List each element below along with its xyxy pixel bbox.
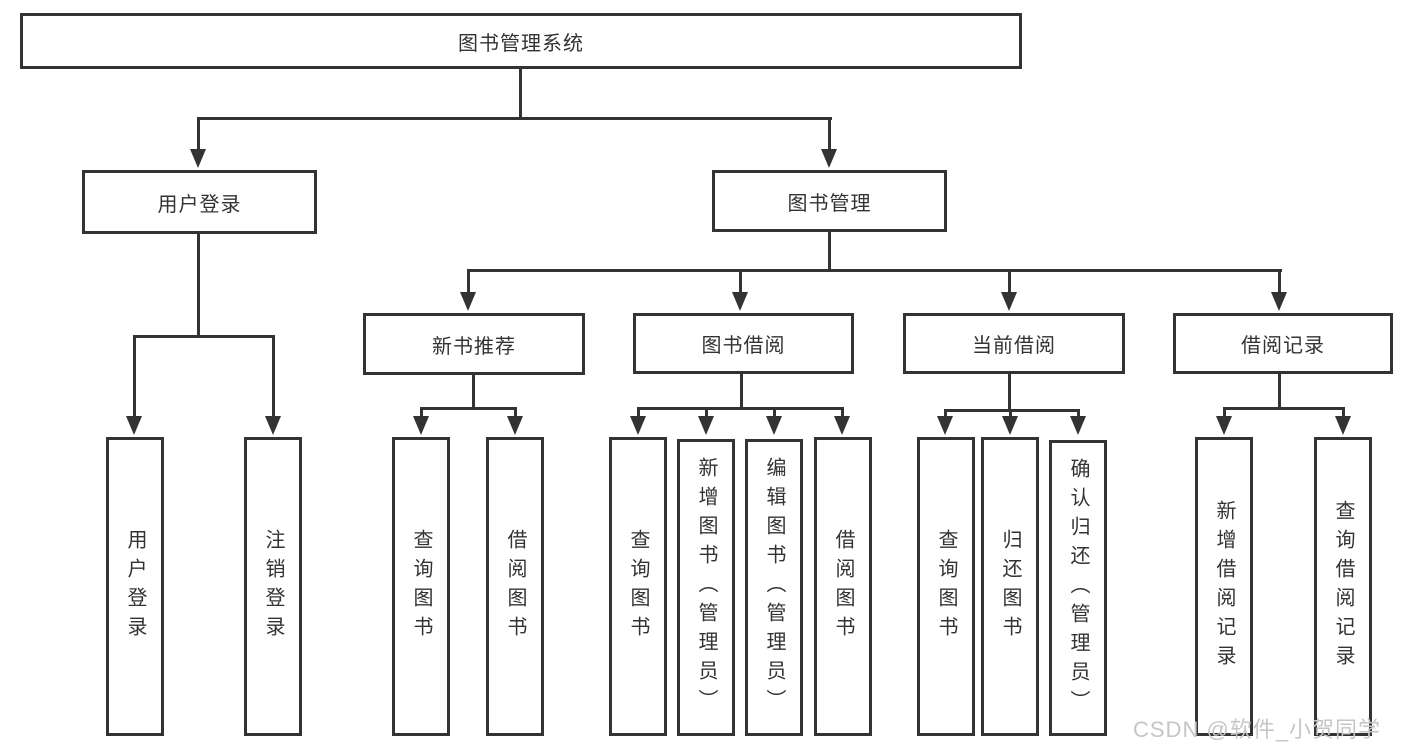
leaf-query-books-2-label: 查询图书 (627, 528, 649, 645)
arrow-down-icon (834, 416, 850, 435)
leaf-query-books-1-label: 查询图书 (410, 528, 432, 645)
connector-line (519, 69, 522, 119)
arrow-down-icon (507, 416, 523, 435)
connector-line (198, 117, 832, 120)
leaf-borrow-books-2: 借阅图书 (814, 437, 872, 736)
arrow-down-icon (732, 292, 748, 311)
arrow-down-icon (937, 416, 953, 435)
leaf-borrow-books-1-label: 借阅图书 (504, 528, 526, 645)
node-current-borrowing-label: 当前借阅 (972, 335, 1056, 357)
connector-line (1223, 407, 1226, 419)
connector-line (1342, 407, 1345, 419)
connector-line (637, 407, 640, 419)
node-new-book-recommend-label: 新书推荐 (432, 335, 516, 358)
connector-line (1008, 269, 1011, 295)
leaf-borrow-books-2-label: 借阅图书 (832, 528, 854, 645)
connector-line (272, 335, 275, 419)
connector-line (1009, 409, 1012, 419)
connector-line (841, 407, 844, 419)
connector-line (197, 234, 200, 338)
arrow-down-icon (460, 292, 476, 311)
leaf-return-books: 归还图书 (981, 437, 1039, 736)
leaf-add-borrow-record-label: 新增借阅记录 (1213, 499, 1235, 674)
arrow-down-icon (1001, 292, 1017, 311)
leaf-add-borrow-record: 新增借阅记录 (1195, 437, 1253, 736)
leaf-confirm-return-admin-label: 确认归还（管理员） (1067, 457, 1089, 719)
connector-line (133, 335, 136, 419)
leaf-query-borrow-record: 查询借阅记录 (1314, 437, 1372, 736)
leaf-query-books-3-label: 查询图书 (935, 528, 957, 645)
leaf-confirm-return-admin: 确认归还（管理员） (1049, 440, 1107, 736)
arrow-down-icon (1216, 416, 1232, 435)
connector-line (828, 232, 831, 271)
leaf-borrow-books-1: 借阅图书 (486, 437, 544, 736)
connector-line (773, 407, 776, 419)
node-user-login-label: 用户登录 (157, 193, 242, 216)
arrow-down-icon (190, 149, 206, 168)
leaf-user-login-label: 用户登录 (124, 528, 146, 645)
arrow-down-icon (126, 416, 142, 435)
leaf-query-books-1: 查询图书 (392, 437, 450, 736)
node-book-management-label: 图书管理 (787, 192, 872, 215)
arrow-down-icon (821, 149, 837, 168)
connector-line (420, 407, 423, 419)
leaf-logout-login: 注销登录 (244, 437, 302, 736)
arrow-down-icon (265, 416, 281, 435)
node-book-management: 图书管理 (712, 170, 947, 232)
leaf-edit-books-admin-label: 编辑图书（管理员） (763, 457, 785, 718)
arrow-down-icon (698, 416, 714, 435)
node-user-login: 用户登录 (82, 170, 317, 234)
connector-line (1223, 407, 1344, 410)
node-borrowing-records: 借阅记录 (1173, 313, 1393, 374)
leaf-query-borrow-record-label: 查询借阅记录 (1332, 499, 1354, 674)
node-root-label: 图书管理系统 (458, 32, 584, 55)
csdn-watermark: CSDN @软件_小贺同学 (1133, 717, 1382, 742)
connector-line (1008, 374, 1011, 411)
node-book-borrowing: 图书借阅 (633, 313, 854, 374)
connector-line (467, 269, 470, 295)
leaf-logout-login-label: 注销登录 (262, 528, 284, 645)
connector-line (133, 335, 275, 338)
connector-line (1077, 409, 1080, 419)
arrow-down-icon (766, 416, 782, 435)
arrow-down-icon (1271, 292, 1287, 311)
connector-line (1278, 374, 1281, 409)
arrow-down-icon (630, 416, 646, 435)
connector-line (468, 269, 1282, 272)
arrow-down-icon (1070, 416, 1086, 435)
arrow-down-icon (413, 416, 429, 435)
connector-line (944, 409, 947, 419)
connector-line (705, 407, 708, 419)
leaf-return-books-label: 归还图书 (999, 528, 1021, 645)
leaf-user-login: 用户登录 (106, 437, 164, 736)
connector-line (420, 407, 517, 410)
connector-line (740, 374, 743, 409)
leaf-query-books-3: 查询图书 (917, 437, 975, 736)
node-book-borrowing-label: 图书借阅 (701, 335, 786, 357)
node-new-book-recommend: 新书推荐 (363, 313, 585, 375)
leaf-add-books-admin-label: 新增图书（管理员） (695, 457, 717, 718)
connector-line (828, 117, 831, 152)
connector-line (637, 407, 844, 410)
connector-line (472, 375, 475, 409)
node-current-borrowing: 当前借阅 (903, 313, 1125, 374)
connector-line (197, 117, 200, 152)
connector-line (739, 269, 742, 295)
leaf-edit-books-admin: 编辑图书（管理员） (745, 439, 803, 736)
node-root: 图书管理系统 (20, 13, 1022, 69)
leaf-query-books-2: 查询图书 (609, 437, 667, 736)
connector-line (1278, 269, 1281, 295)
arrow-down-icon (1335, 416, 1351, 435)
node-borrowing-records-label: 借阅记录 (1241, 335, 1325, 357)
arrow-down-icon (1002, 416, 1018, 435)
leaf-add-books-admin: 新增图书（管理员） (677, 439, 735, 736)
connector-line (514, 407, 517, 419)
